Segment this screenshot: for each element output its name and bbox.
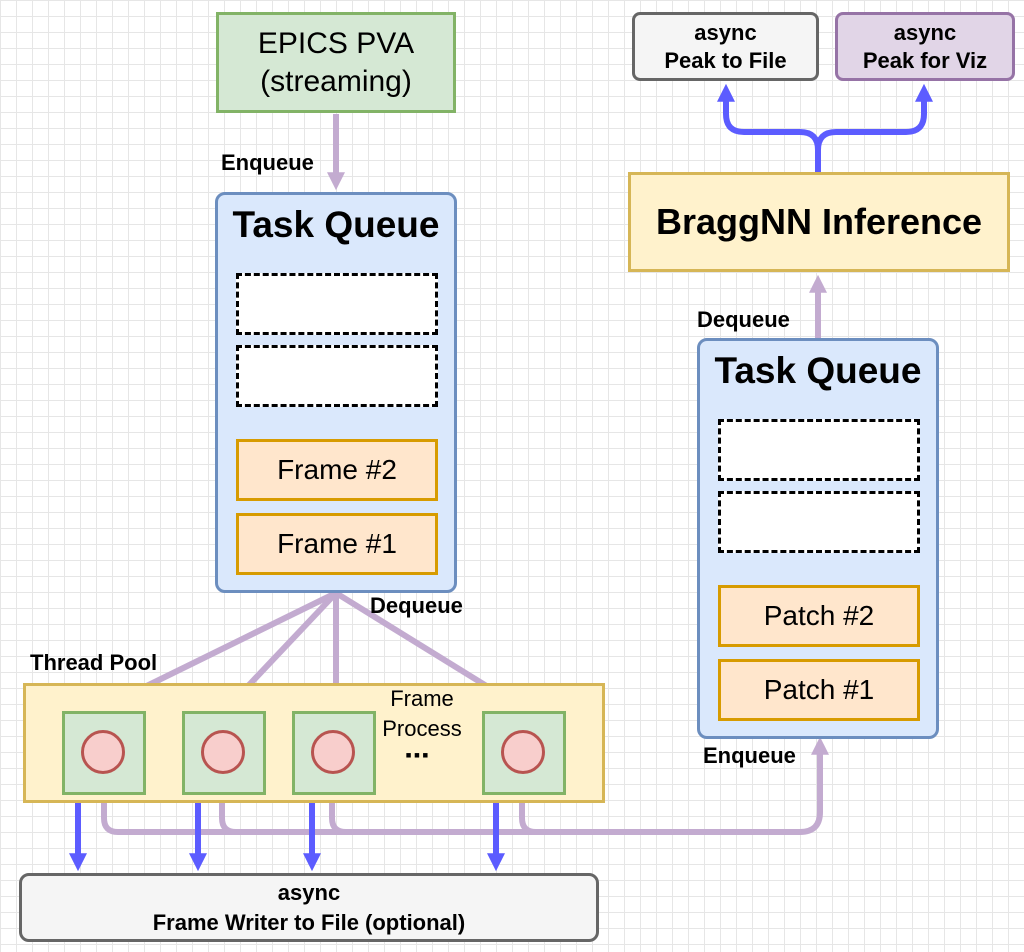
peak-for-viz-line2: Peak for Viz bbox=[862, 47, 988, 73]
right-dequeue-label: Dequeue bbox=[697, 307, 790, 332]
right-queue-empty-slot bbox=[718, 419, 920, 481]
peak-to-file-line1: async bbox=[694, 19, 757, 45]
frame-process-line2: Process bbox=[382, 716, 462, 741]
patch-item: Patch #2 bbox=[718, 585, 920, 647]
frame-writer-line2: Frame Writer to File (optional) bbox=[152, 909, 466, 935]
worker-circle bbox=[311, 730, 355, 774]
worker-thread bbox=[482, 711, 566, 795]
right-queue-title: Task Queue bbox=[714, 350, 922, 391]
left-task-queue: Task Queue Frame #2 Frame #1 bbox=[215, 192, 457, 593]
worker-thread bbox=[182, 711, 266, 795]
source-line1: EPICS PVA bbox=[257, 26, 415, 60]
patch-enqueue-paths bbox=[101, 736, 829, 835]
left-queue-title: Task Queue bbox=[232, 204, 440, 245]
frame-process-line1: Frame bbox=[390, 686, 454, 711]
worker-circle bbox=[81, 730, 125, 774]
braggnn-inference: BraggNN Inference bbox=[628, 172, 1010, 272]
worker-circle bbox=[201, 730, 245, 774]
right-task-queue: Task Queue Patch #2 Patch #1 bbox=[697, 338, 939, 739]
worker-circle bbox=[501, 730, 545, 774]
right-queue-empty-slot bbox=[718, 491, 920, 553]
worker-thread bbox=[292, 711, 376, 795]
peak-for-viz: async Peak for Viz bbox=[835, 12, 1015, 81]
frame-item: Frame #2 bbox=[236, 439, 438, 501]
right-enqueue-label: Enqueue bbox=[703, 743, 796, 768]
left-queue-empty-slot bbox=[236, 273, 438, 335]
peak-to-file: async Peak to File bbox=[632, 12, 819, 81]
worker-thread bbox=[62, 711, 146, 795]
output-arrows bbox=[717, 83, 933, 172]
frame-process-label: Frame Process bbox=[372, 684, 472, 744]
thread-pool-label: Thread Pool bbox=[30, 650, 158, 675]
frame-item: Frame #1 bbox=[236, 513, 438, 575]
ellipsis: ▪▪▪ bbox=[405, 744, 431, 765]
epics-pva-source: EPICS PVA (streaming) bbox=[216, 12, 456, 113]
patch-item: Patch #1 bbox=[718, 659, 920, 721]
left-enqueue-label: Enqueue bbox=[221, 150, 314, 175]
peak-for-viz-line1: async bbox=[893, 19, 957, 45]
writer-arrows bbox=[69, 795, 505, 872]
peak-to-file-line2: Peak to File bbox=[664, 47, 787, 73]
frame-writer-line1: async bbox=[277, 879, 341, 905]
left-queue-empty-slot bbox=[236, 345, 438, 407]
left-dequeue-label: Dequeue bbox=[370, 593, 463, 618]
source-line2: (streaming) bbox=[260, 64, 412, 98]
frame-writer: async Frame Writer to File (optional) bbox=[19, 873, 599, 942]
